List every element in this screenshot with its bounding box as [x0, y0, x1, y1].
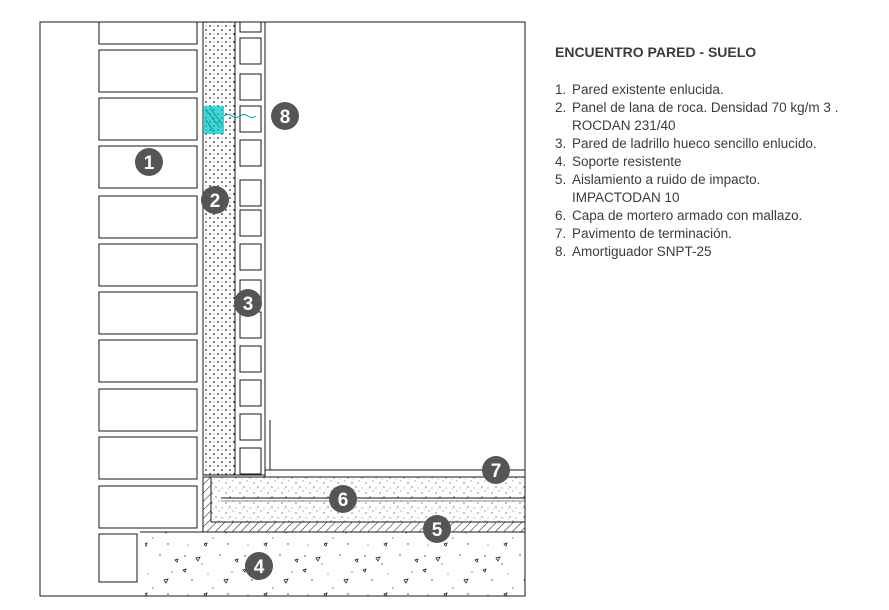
- legend-number: 2.: [555, 100, 567, 115]
- hollow-brick-cell: [239, 413, 262, 441]
- legend-number: 1.: [555, 82, 567, 97]
- legend-number: 3.: [555, 136, 567, 151]
- existing-wall-brick: [98, 533, 138, 583]
- legend-number: 8.: [555, 244, 567, 259]
- legend-item-2: 2. Panel de lana de roca. Densidad 70 kg/…: [555, 99, 838, 135]
- legend-item-7: 7. Pavimento de terminación.: [555, 225, 838, 243]
- marker-6: 6: [329, 485, 357, 513]
- existing-wall-bricks: [98, 21, 198, 583]
- hollow-brick-cell: [239, 73, 262, 101]
- marker-8: 8: [271, 102, 299, 130]
- legend-text: Pared de ladrillo hueco sencillo enlucid…: [572, 136, 817, 151]
- legend-list: 1. Pared existente enlucida. 2. Panel de l…: [555, 81, 838, 261]
- legend-text: Panel de lana de roca. Densidad 70 kg/m …: [572, 100, 839, 115]
- marker-3: 3: [234, 289, 262, 317]
- marker-7: 7: [482, 456, 510, 484]
- hollow-brick-cell: [239, 209, 262, 237]
- hollow-brick-cell: [239, 243, 262, 271]
- existing-wall-brick: [98, 97, 198, 141]
- hollow-brick-cell: [239, 139, 262, 167]
- legend-number: 7.: [555, 226, 567, 241]
- legend-item-1: 1. Pared existente enlucida.: [555, 81, 838, 99]
- marker-label: 3: [243, 294, 254, 315]
- legend-text-line2: IMPACTODAN 10: [572, 190, 680, 205]
- marker-label: 1: [144, 153, 155, 174]
- marker-circle: [201, 186, 229, 214]
- legend-item-6: 6. Capa de mortero armado con mallazo.: [555, 207, 838, 225]
- marker-circle: [234, 289, 262, 317]
- legend-text: Capa de mortero armado con mallazo.: [572, 208, 803, 223]
- existing-wall-brick: [98, 21, 198, 45]
- rock-wool-panel: [202, 21, 236, 476]
- existing-wall-brick: [98, 339, 198, 383]
- legend-item-8: 8. Amortiguador SNPT-25: [555, 243, 838, 261]
- marker-4: 4: [245, 552, 273, 580]
- hollow-brick-cell: [239, 105, 262, 133]
- legend-text: Amortiguador SNPT-25: [572, 244, 712, 259]
- marker-2: 2: [201, 186, 229, 214]
- legend-text: Soporte resistente: [572, 154, 682, 169]
- marker-5: 5: [423, 515, 451, 543]
- hollow-brick-cell: [239, 345, 262, 373]
- existing-wall-brick: [98, 436, 198, 480]
- damper-snpt25: [204, 106, 257, 134]
- legend-item-4: 4. Soporte resistente: [555, 153, 838, 171]
- legend-number: 5.: [555, 172, 567, 187]
- marker-circle: [135, 148, 163, 176]
- resistant-support-slab: [145, 532, 525, 596]
- hollow-brick-cell: [239, 21, 262, 33]
- marker-circle: [482, 456, 510, 484]
- existing-wall-brick: [98, 485, 198, 529]
- existing-wall-brick: [98, 291, 198, 335]
- legend-number: 6.: [555, 208, 567, 223]
- number-markers: 1 2 3 4 5 6 7 8: [135, 102, 510, 580]
- marker-circle: [423, 515, 451, 543]
- hollow-brick-cell: [239, 37, 262, 65]
- existing-wall-brick: [98, 388, 198, 432]
- legend-item-3: 3. Pared de ladrillo hueco sencillo enluc…: [555, 135, 838, 153]
- marker-circle: [329, 485, 357, 513]
- marker-circle: [245, 552, 273, 580]
- legend-text: Pared existente enlucida.: [572, 82, 724, 97]
- marker-label: 5: [432, 520, 443, 541]
- marker-label: 8: [280, 107, 291, 128]
- hollow-brick-cell: [239, 447, 262, 475]
- existing-wall-brick: [98, 243, 198, 287]
- hollow-brick-cell: [239, 179, 262, 207]
- marker-1: 1: [135, 148, 163, 176]
- hollow-brick-cell: [239, 379, 262, 407]
- detail-title: ENCUENTRO PARED - SUELO: [555, 44, 757, 60]
- marker-label: 6: [338, 490, 349, 511]
- existing-wall-brick: [98, 49, 198, 93]
- reinforced-mortar-layer: [210, 476, 526, 523]
- marker-circle: [271, 102, 299, 130]
- marker-label: 2: [210, 191, 221, 212]
- marker-label: 7: [491, 461, 502, 482]
- legend-number: 4.: [555, 154, 567, 169]
- legend-text: Aislamiento a ruido de impacto.: [572, 172, 761, 187]
- hollow-bricks: [239, 21, 262, 475]
- legend-text: Pavimento de terminación.: [572, 226, 732, 241]
- existing-wall-brick: [98, 195, 198, 239]
- legend-text-line2: ROCDAN 231/40: [572, 118, 676, 133]
- marker-label: 4: [254, 557, 265, 578]
- legend-item-5: 5. Aislamiento a ruido de impacto. IMPACTO…: [555, 171, 838, 207]
